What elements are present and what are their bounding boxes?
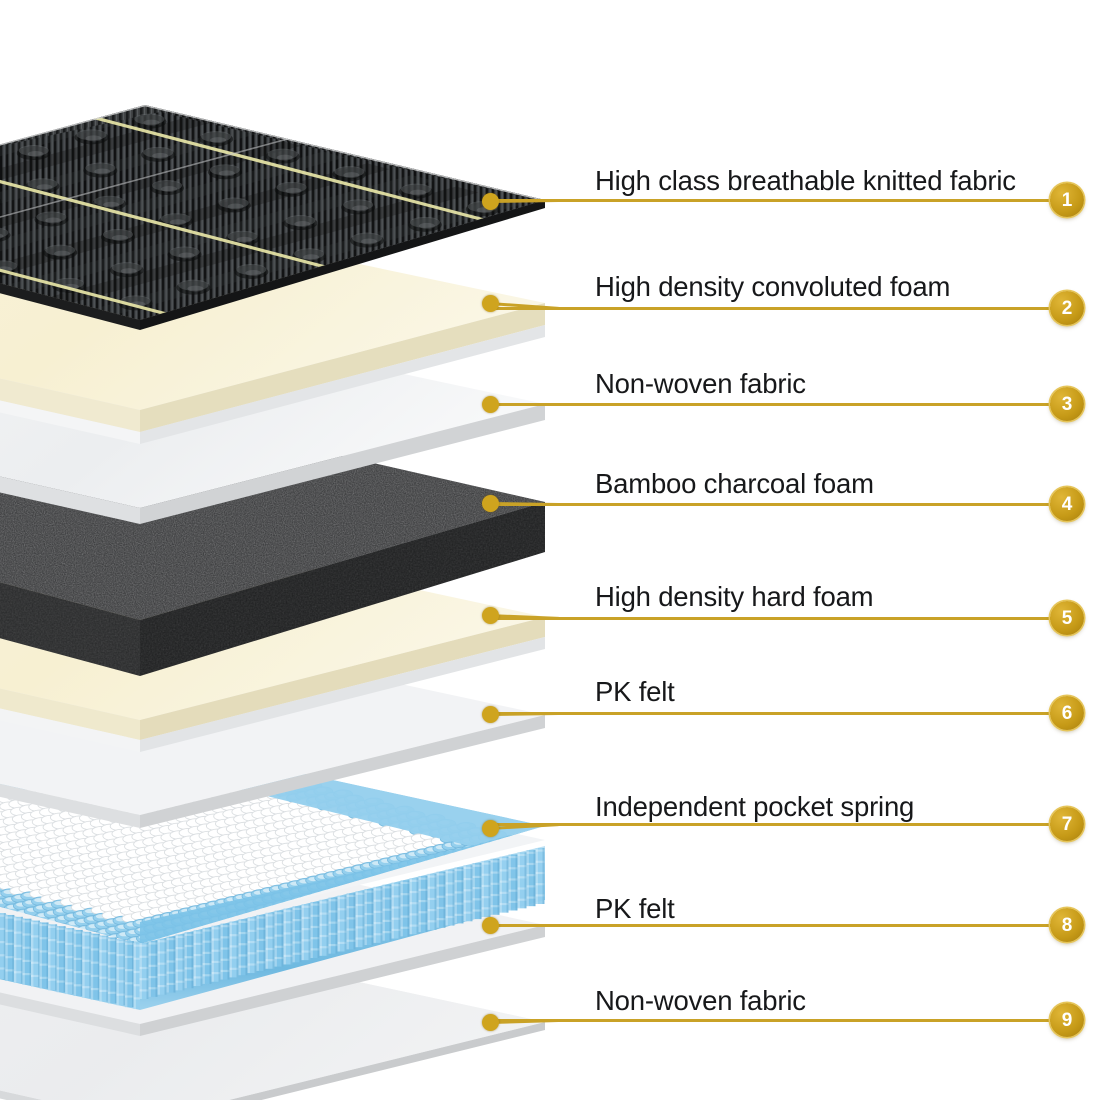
layer-label-9: Non-woven fabric [595, 985, 806, 1016]
layer-label-2: High density convoluted foam [595, 271, 951, 302]
layer-badge-7[interactable]: 7 [1050, 807, 1084, 841]
layer-badge-4[interactable]: 4 [1050, 487, 1084, 521]
layer-badge-6[interactable]: 6 [1050, 696, 1084, 730]
layer-label-3: Non-woven fabric [595, 368, 806, 399]
mattress-illustration [0, 105, 545, 1100]
layer-label-4: Bamboo charcoal foam [595, 468, 874, 499]
spring-coils-right [139, 846, 545, 1010]
layer-label-1: High class breathable knitted fabric [595, 165, 1016, 196]
layer-badge-2[interactable]: 2 [1050, 291, 1084, 325]
layer-badge-8[interactable]: 8 [1050, 908, 1084, 942]
spring-coils-left [0, 913, 143, 1010]
layer-label-7: Independent pocket spring [595, 791, 915, 822]
layer-1-shape [0, 105, 545, 330]
layer-badge-5[interactable]: 5 [1050, 601, 1084, 635]
layer-badge-3[interactable]: 3 [1050, 387, 1084, 421]
layer-badge-9[interactable]: 9 [1050, 1003, 1084, 1037]
layer-badge-1[interactable]: 1 [1050, 183, 1084, 217]
layer-label-5: High density hard foam [595, 581, 874, 612]
